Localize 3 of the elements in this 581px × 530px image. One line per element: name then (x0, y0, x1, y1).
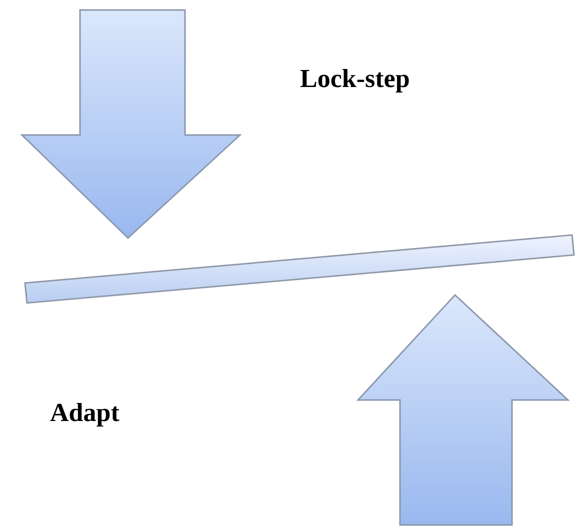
lever-bar (24, 234, 575, 304)
label: Lock-step (300, 66, 410, 92)
label: Adapt (50, 400, 120, 426)
